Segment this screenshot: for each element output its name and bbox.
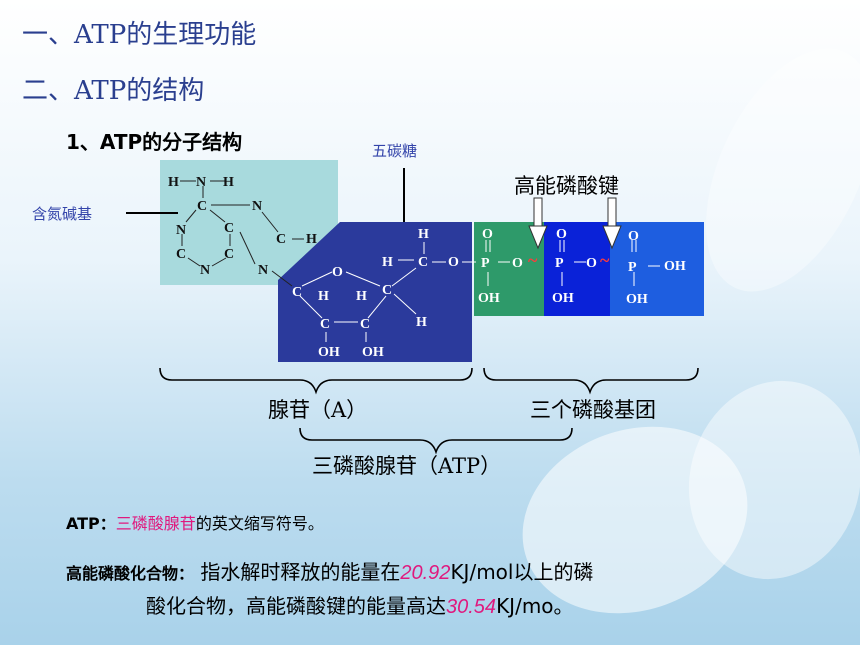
note-atp-definition: ATP：三磷酸腺苷的英文缩写符号。 bbox=[66, 510, 324, 534]
label-pentose: 五碳糖 bbox=[372, 142, 418, 160]
atom-oh-p3: OH bbox=[626, 292, 648, 307]
heading-physiological-function: 一、ATP的生理功能 bbox=[22, 20, 257, 50]
atom-o-p3-top: O bbox=[628, 229, 639, 244]
note-hep-label: 高能磷酸化合物： bbox=[66, 564, 195, 583]
note-atp-name: 三磷酸腺苷 bbox=[115, 514, 196, 533]
phosphate-region-3 bbox=[610, 222, 704, 316]
heading-molecular-structure: 1、ATP的分子结构 bbox=[66, 130, 243, 154]
note-hep-text3: 酸化合物，高能磷酸键的能量高达 bbox=[146, 594, 446, 618]
high-energy-bond-tilde-1: ~ bbox=[528, 250, 538, 270]
label-three-phosphate-groups: 三个磷酸基团 bbox=[530, 398, 656, 422]
phosphate-region-2 bbox=[544, 222, 610, 316]
atom-h-1: H bbox=[168, 175, 179, 190]
brace-atp bbox=[299, 427, 573, 455]
brace-adenosine bbox=[159, 367, 473, 395]
atom-oh-r1: OH bbox=[318, 345, 340, 360]
atom-c-r1: C bbox=[292, 285, 302, 300]
atom-oh-terminal: OH bbox=[664, 259, 686, 274]
arrow-bond-2 bbox=[602, 197, 622, 250]
atom-c-r2: C bbox=[382, 283, 392, 298]
note-hep-text1: 指水解时释放的能量在 bbox=[200, 560, 401, 584]
brace-phosphates bbox=[483, 367, 699, 395]
atom-o-link: O bbox=[448, 255, 459, 270]
label-adenosine: 腺苷（A） bbox=[268, 398, 368, 422]
note-high-energy-compound: 高能磷酸化合物： 指水解时释放的能量在20.92KJ/mol以上的磷 酸化合物，… bbox=[66, 556, 836, 623]
note-hep-text4: KJ/mo。 bbox=[496, 594, 574, 618]
atom-o-p2-top: O bbox=[556, 227, 567, 242]
atom-n-4: N bbox=[200, 263, 210, 278]
atom-c-1: C bbox=[197, 199, 207, 214]
atom-oh-p2: OH bbox=[552, 291, 574, 306]
atom-p-2: P bbox=[555, 256, 564, 271]
note-atp-prefix: ATP： bbox=[66, 514, 116, 533]
atp-structure-diagram: H N H C N N C C H C C N N O C H H C C C … bbox=[126, 160, 704, 455]
atom-c-r5: C bbox=[418, 255, 428, 270]
atom-c-5: C bbox=[224, 247, 234, 262]
atom-oh-r2: OH bbox=[362, 345, 384, 360]
atom-h-r3: H bbox=[418, 227, 429, 242]
atom-h-r1: H bbox=[318, 289, 329, 304]
atom-n-3: N bbox=[176, 223, 186, 238]
atom-h-r4: H bbox=[382, 255, 393, 270]
atom-c-2: C bbox=[224, 221, 234, 236]
note-hep-value2: 30.54 bbox=[446, 596, 497, 618]
atom-c-r4: C bbox=[360, 317, 370, 332]
atom-p-1: P bbox=[481, 256, 490, 271]
atom-o-bridge-2: O bbox=[586, 256, 597, 271]
arrow-bond-1 bbox=[528, 197, 548, 250]
atom-n-2: N bbox=[252, 199, 262, 214]
label-high-energy-bond: 高能磷酸键 bbox=[514, 174, 619, 198]
note-hep-text2: KJ/mol以上的磷 bbox=[450, 560, 594, 584]
atom-c-r3: C bbox=[320, 317, 330, 332]
atom-c-4: C bbox=[176, 247, 186, 262]
high-energy-bond-tilde-2: ~ bbox=[600, 250, 610, 270]
atom-h-r5: H bbox=[416, 315, 427, 330]
note-hep-value1: 20.92 bbox=[400, 562, 451, 584]
label-nitrogen-base: 含氮碱基 bbox=[32, 205, 93, 223]
atom-oh-p1: OH bbox=[478, 291, 500, 306]
atom-h-2: H bbox=[223, 175, 234, 190]
atom-o-bridge-1: O bbox=[512, 256, 523, 271]
atom-o-p1-top: O bbox=[482, 227, 493, 242]
atom-n-5: N bbox=[258, 263, 268, 278]
atom-n-1: N bbox=[196, 175, 206, 190]
atom-c-3: C bbox=[276, 232, 286, 247]
atom-p-3: P bbox=[628, 260, 637, 275]
label-atp-full-name: 三磷酸腺苷（ATP） bbox=[312, 454, 502, 478]
phosphate-region-1 bbox=[474, 222, 544, 316]
ribose-region bbox=[278, 222, 472, 362]
atom-h-r2: H bbox=[356, 289, 367, 304]
atom-h-3: H bbox=[306, 232, 317, 247]
heading-structure: 二、ATP的结构 bbox=[22, 76, 205, 106]
note-atp-suffix: 的英文缩写符号。 bbox=[195, 514, 324, 533]
atom-o-ring: O bbox=[332, 265, 343, 280]
